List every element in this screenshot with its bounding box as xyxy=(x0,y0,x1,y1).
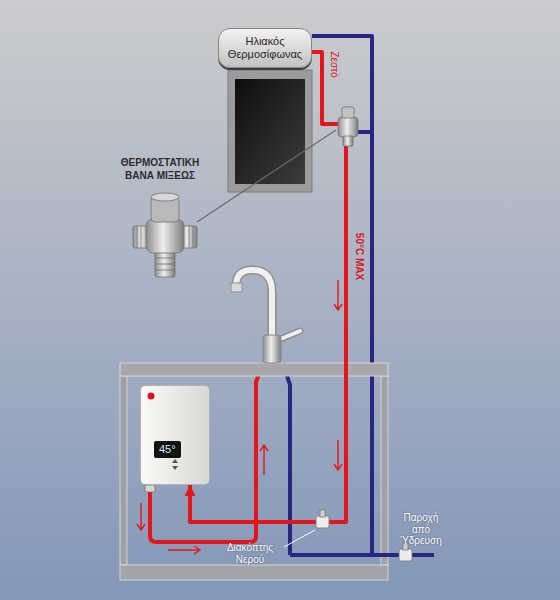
kitchen-cabinet xyxy=(381,376,388,565)
mixing-valve-illustration xyxy=(155,252,175,270)
flow-arrow xyxy=(168,546,200,554)
heater-fitting xyxy=(145,485,155,492)
thermostatic-valve xyxy=(338,107,358,146)
mixing-valve-illustration xyxy=(146,219,184,253)
supply-label: Παροχή από Ύδρευση xyxy=(399,512,443,547)
leader-line xyxy=(284,530,315,547)
kitchen-cabinet xyxy=(120,376,127,565)
flow-arrow xyxy=(137,503,145,530)
hot-water-connector xyxy=(190,52,346,522)
thermostatic-valve xyxy=(343,136,353,146)
kitchen-cabinet xyxy=(120,565,388,580)
mixing-valve-illustration xyxy=(151,193,179,201)
shutoff-valve xyxy=(320,510,325,517)
cold-water-pipe xyxy=(283,36,434,555)
faucet xyxy=(263,335,281,363)
cold-water-pipe xyxy=(283,363,290,555)
solar-collector xyxy=(235,79,305,184)
water-heater: 45° xyxy=(140,385,210,485)
faucet xyxy=(231,270,300,363)
connector-group xyxy=(190,52,346,522)
flow-arrow xyxy=(137,280,342,554)
shutoff-valve xyxy=(316,516,329,528)
leader-line xyxy=(197,130,336,222)
node-text: 45° xyxy=(154,441,181,458)
flow-arrow xyxy=(334,280,342,310)
flow-arrow xyxy=(260,445,268,475)
faucet xyxy=(236,270,272,345)
thermostatic-valve xyxy=(338,117,358,137)
shutoff-valve xyxy=(316,510,412,561)
control-buttons xyxy=(172,459,178,470)
mixing-valve-illustration xyxy=(137,226,193,248)
part-name: ΘΕΡΜΟΣΤΑΤΙΚΗ ΒΑΝΑ ΜΙΞΕΩΣ xyxy=(108,157,212,182)
node-text: Ηλιακός Θερμοσίφωνας xyxy=(224,35,306,61)
leader-line xyxy=(284,530,315,547)
heater-fitting xyxy=(145,485,155,492)
heater-decor xyxy=(141,386,211,486)
edge-label: 50°C MAX xyxy=(354,232,365,279)
faucet xyxy=(236,270,272,345)
thermostatic-valve xyxy=(342,107,354,118)
leader-line xyxy=(197,130,336,222)
shutoff-valve xyxy=(399,549,412,561)
solar-tank: Ηλιακός Θερμοσίφωνας xyxy=(218,28,312,68)
faucet xyxy=(231,283,242,292)
mixing-valve-illustration xyxy=(133,193,197,277)
brand-logo xyxy=(148,393,155,400)
part-name: Διακόπτης Νερού xyxy=(220,542,280,565)
flow-label: Ζεστό xyxy=(329,51,340,77)
flow-arrow xyxy=(334,440,342,470)
